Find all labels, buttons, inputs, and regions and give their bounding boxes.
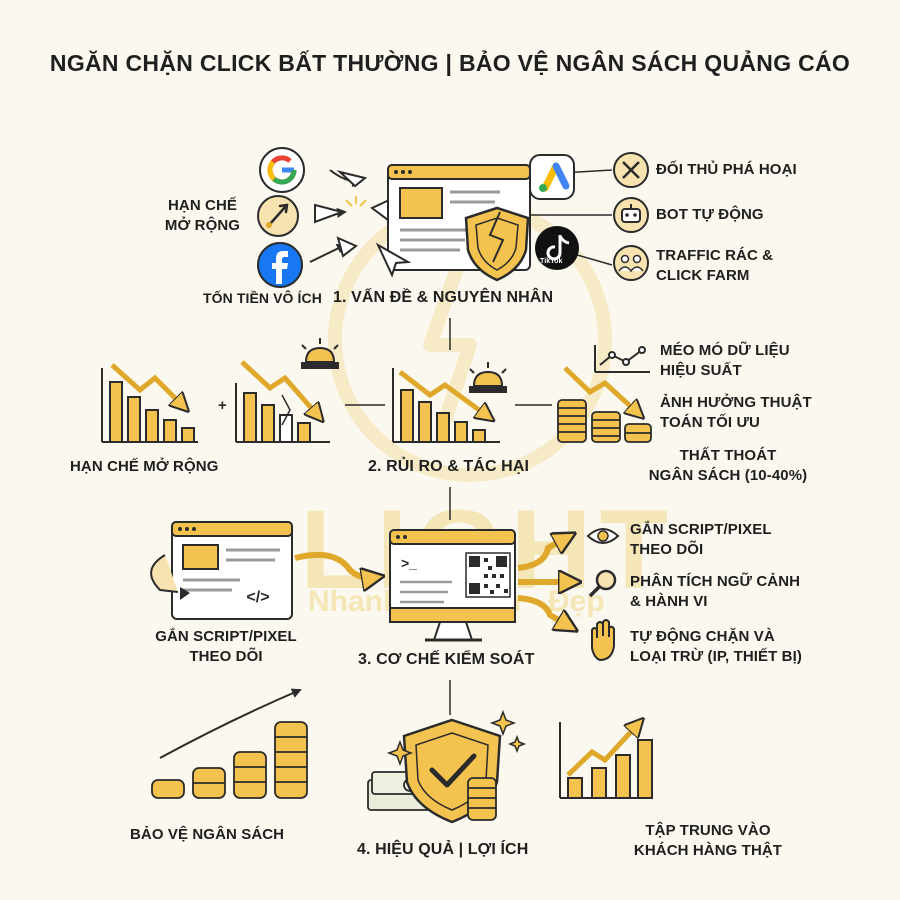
magnifier-icon bbox=[588, 569, 617, 598]
limit-growth-label: HẠN CHẾ MỞ RỘNG bbox=[164, 197, 241, 234]
group-icon bbox=[613, 245, 649, 281]
page-title: NGĂN CHẶN CLICK BẤT THƯỜNG | BẢO VỆ NGÂN… bbox=[49, 50, 851, 76]
step-auto-block: TỰ ĐỘNG CHẶN VÀ LOẠI TRỪ (IP, THIẾT BỊ) bbox=[630, 628, 802, 665]
declining-chart-icon bbox=[101, 363, 198, 443]
branch-arrows bbox=[517, 536, 575, 628]
wasted-money-label: TỐN TIỀN VÔ ÍCH bbox=[203, 290, 322, 306]
real-customers-label: TẬP TRUNG VÀO KHÁCH HÀNG THẬT bbox=[633, 822, 783, 859]
cause-traffic-farm: TRAFFIC RÁC & CLICK FARM bbox=[656, 247, 774, 284]
flow-arrow bbox=[294, 551, 378, 578]
coin-stack-icon bbox=[467, 777, 497, 821]
growing-coins-icon bbox=[151, 688, 308, 799]
limit-growth-label-2: HẠN CHẾ MỞ RỘNG bbox=[70, 458, 219, 475]
robot-icon bbox=[613, 197, 649, 233]
tiktok-label: TikTok bbox=[540, 258, 563, 265]
facebook-icon bbox=[257, 242, 303, 288]
script-page-icon bbox=[150, 521, 293, 620]
section2-heading: 2. RỦI RO & TÁC HẠI bbox=[368, 458, 530, 475]
step-tracking: GẮN SCRIPT/PIXEL THEO DÕI bbox=[630, 521, 772, 558]
step-analysis: PHÂN TÍCH NGỮ CẢNH & HÀNH VI bbox=[630, 573, 801, 610]
google-ads-icon bbox=[529, 154, 575, 200]
script-pixel-label: GẮN SCRIPT/PIXEL THEO DÕI bbox=[155, 628, 297, 665]
tiktok-icon bbox=[535, 226, 579, 270]
impact-algorithm: ẢNH HƯỞNG THUẬT TOÁN TỐI ƯU bbox=[660, 394, 812, 431]
section4-heading: 4. HIỆU QUẢ | LỢI ÍCH bbox=[357, 841, 529, 858]
sparkle-icon bbox=[386, 709, 527, 767]
incoming-arrows bbox=[309, 169, 403, 263]
prompt-glyph: >_ bbox=[401, 555, 417, 571]
google-icon bbox=[259, 147, 305, 193]
cause-competitor: ĐỐI THỦ PHÁ HOẠI bbox=[656, 161, 797, 178]
qr-code-icon bbox=[465, 552, 511, 598]
alarm-siren-icon bbox=[301, 338, 339, 369]
growth-chart-icon bbox=[559, 722, 653, 799]
cause-bot: BOT TỰ ĐỘNG bbox=[656, 206, 764, 223]
hand-stop-icon bbox=[591, 619, 615, 662]
alarm-siren-icon bbox=[469, 362, 507, 393]
protect-budget-label: BẢO VỆ NGÂN SÁCH bbox=[130, 826, 285, 843]
code-glyph: </> bbox=[246, 589, 269, 606]
rocket-icon bbox=[257, 195, 299, 237]
coins-stack-icon bbox=[557, 366, 652, 443]
cracked-shield-icon bbox=[464, 206, 530, 282]
swords-icon bbox=[613, 152, 649, 188]
section1-heading: 1. VẤN ĐỀ & NGUYÊN NHÂN bbox=[333, 289, 554, 306]
click-burst bbox=[345, 196, 367, 207]
data-distortion-icon bbox=[594, 345, 650, 373]
plus-sign: + bbox=[218, 397, 227, 414]
risk-chart-icon bbox=[392, 368, 500, 443]
broken-chart-icon bbox=[235, 360, 330, 443]
impact-data-distortion: MÉO MÓ DỮ LIỆU HIỆU SUẤT bbox=[660, 342, 790, 379]
impact-budget-loss: THẤT THOÁT NGÂN SÁCH (10-40%) bbox=[648, 447, 808, 484]
section3-heading: 3. CƠ CHẾ KIỂM SOÁT bbox=[358, 651, 535, 668]
eye-icon bbox=[586, 528, 620, 544]
